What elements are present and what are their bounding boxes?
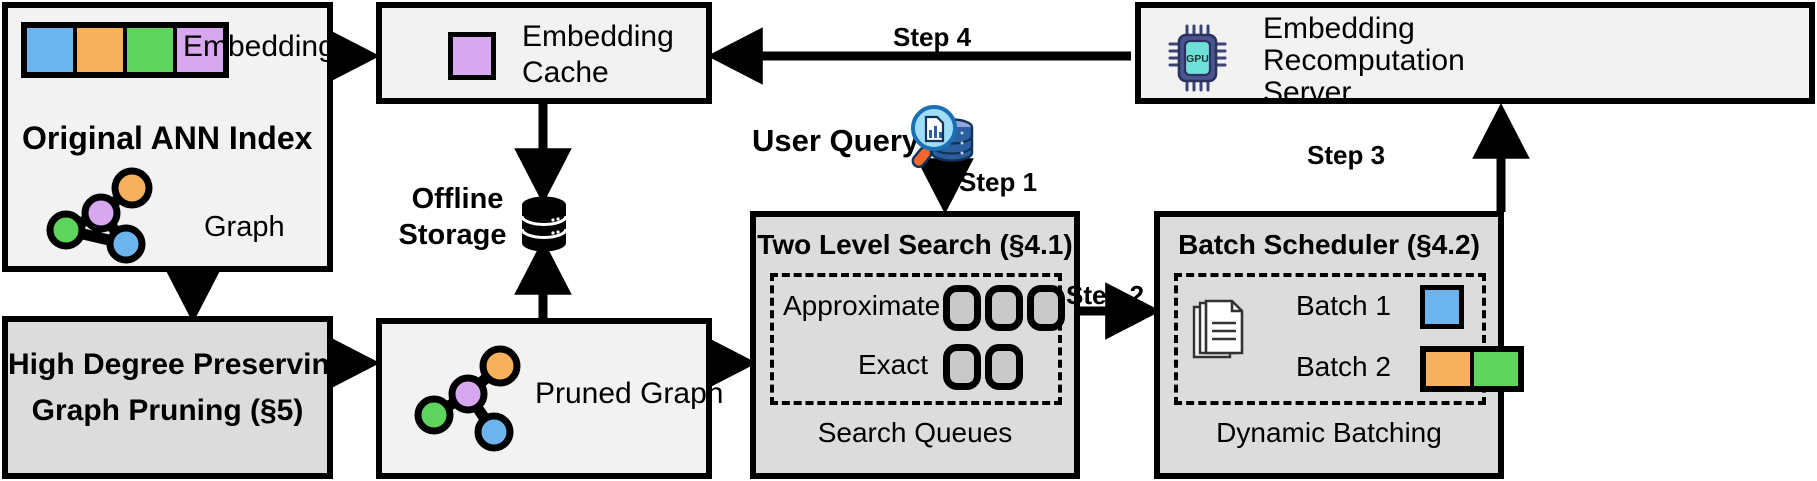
step-4-label: Step 4 [893, 22, 972, 52]
embedding-cache-swatch-icon [448, 32, 496, 80]
exact-label: Exact [858, 349, 929, 380]
graph-pruning-panel: High Degree Preserving Graph Pruning (§5… [2, 316, 349, 479]
queue-slot[interactable] [1027, 285, 1065, 331]
pruning-line2: Graph Pruning (§5) [31, 394, 304, 427]
embedding-cache-panel: Embedding Cache [376, 2, 712, 104]
batch-2-items-icon [1420, 346, 1524, 392]
search-queues-group: Approximate Exact [770, 273, 1065, 405]
search-queues-footer: Search Queues [817, 417, 1013, 448]
batch-1-item-icon [1420, 285, 1464, 329]
ann-index-title: Original ANN Index [22, 120, 313, 156]
offline-storage-line2: Storage [398, 219, 507, 251]
batch-2-label: Batch 2 [1296, 351, 1391, 382]
user-query-label: User Query [752, 123, 920, 158]
batch-1-label: Batch 1 [1296, 290, 1391, 321]
ann-graph-icon [46, 167, 153, 264]
recomputation-server-line1: Embedding [1263, 12, 1415, 45]
two-level-search-title: Two Level Search (§4.1) [757, 229, 1073, 260]
search-database-icon [911, 105, 974, 169]
step-1-label: Step 1 [959, 167, 1038, 197]
dynamic-batching-group: Batch 1 Batch 2 [1174, 273, 1524, 405]
original-ann-index-panel: Embedding Original ANN Index Graph [2, 2, 335, 272]
pruned-graph-icon [414, 345, 521, 452]
queue-slot[interactable] [943, 285, 981, 331]
dynamic-batching-footer: Dynamic Batching [1216, 417, 1442, 448]
batch-scheduler-panel: Batch Scheduler (§4.2) Batch 1 Batch 2 D… [1154, 211, 1524, 479]
queue-slot[interactable] [985, 285, 1023, 331]
step-3-label: Step 3 [1307, 140, 1386, 170]
embedding-label: Embedding [183, 30, 335, 63]
database-icon [520, 196, 568, 252]
gpu-chip-text: GPU [1186, 53, 1209, 65]
recomputation-server-line2: Recomputation [1263, 44, 1465, 77]
two-level-search-panel: Two Level Search (§4.1) Approximate Exac… [750, 211, 1080, 479]
pruned-graph-label: Pruned Graph [535, 377, 724, 410]
approximate-label: Approximate [783, 290, 941, 321]
recomputation-server-line3: Server [1263, 76, 1352, 109]
queue-slot[interactable] [943, 344, 981, 390]
batch-scheduler-title: Batch Scheduler (§4.2) [1178, 229, 1480, 260]
offline-storage-line1: Offline [411, 183, 504, 215]
embedding-vector-icon [21, 22, 229, 78]
pruned-graph-panel: Pruned Graph [376, 318, 723, 479]
gpu-chip-icon: GPU [1168, 24, 1227, 92]
queue-slot[interactable] [985, 344, 1023, 390]
graph-label: Graph [204, 211, 285, 243]
pruning-line1: High Degree Preserving [8, 348, 349, 381]
documents-icon [1192, 299, 1244, 359]
recomputation-server-panel: GPU Embedding Recomputation Server [1135, 2, 1815, 109]
embedding-cache-line1: Embedding [522, 20, 674, 53]
step-2-label: Step 2 [1066, 280, 1145, 310]
embedding-cache-line2: Cache [522, 56, 609, 89]
